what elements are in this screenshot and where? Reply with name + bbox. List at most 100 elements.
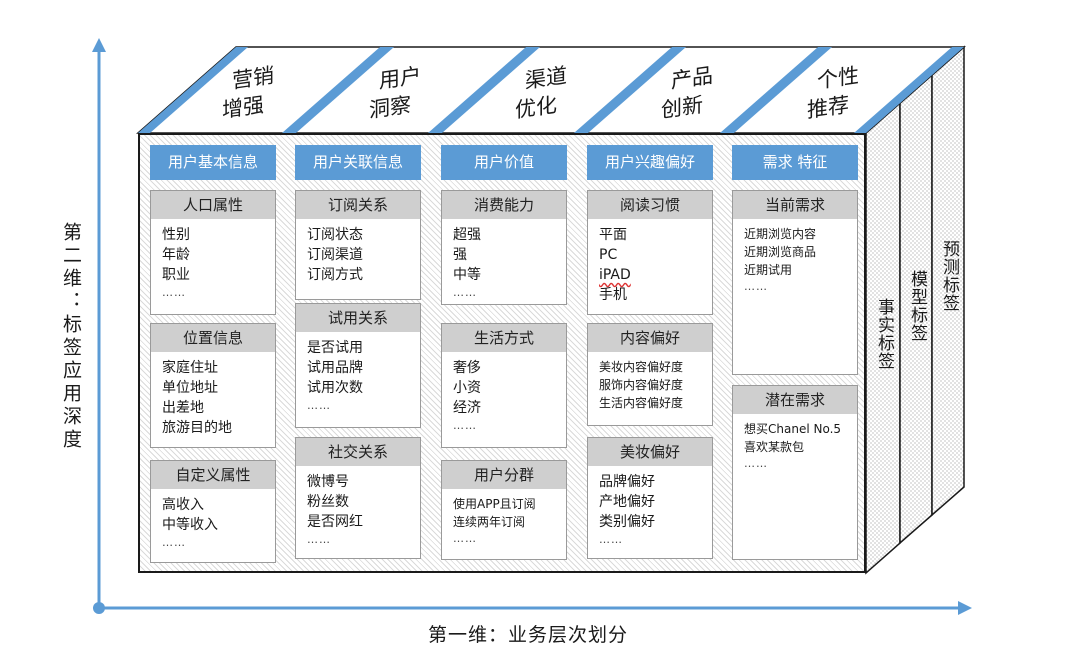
tag-card: 社交关系微博号粉丝数是否网红…… [295,437,421,559]
x-axis-label: 第一维：业务层次划分 [428,624,629,646]
tag-item-ellipsis: …… [162,286,186,299]
tag-item: 中等收入 [162,517,218,533]
tag-card-body: 美妆内容偏好度服饰内容偏好度生活内容偏好度 [588,352,712,416]
tag-card: 消费能力超强强中等…… [441,190,567,305]
top-face-label-line: 洞察 [369,92,411,123]
top-face-label: 渠道优化 [515,62,567,122]
tag-item: 小资 [453,380,481,396]
x-axis-arrow [958,601,972,615]
top-divider [574,47,686,133]
tag-card: 内容偏好美妆内容偏好度服饰内容偏好度生活内容偏好度 [587,323,713,426]
top-face-label-line: 渠道 [525,62,567,93]
tag-card-title: 位置信息 [151,324,275,352]
tag-item-ellipsis: …… [307,399,331,412]
tag-card-title: 美妆偏好 [588,438,712,466]
tag-card-title: 人口属性 [151,191,275,219]
tag-card-body: 性别年龄职业…… [151,219,275,305]
tag-item-ellipsis: …… [162,536,186,549]
top-face-label: 营销增强 [222,62,274,122]
tag-item-ellipsis: …… [453,532,477,545]
top-face-label-line: 增强 [222,92,264,123]
tag-card: 订阅关系订阅状态订阅渠道订阅方式 [295,190,421,300]
tag-item: 美妆内容偏好度 [599,360,684,374]
tag-item-ellipsis: …… [453,286,477,299]
top-divider [282,47,394,133]
tag-card-title: 阅读习惯 [588,191,712,219]
top-divider [720,47,832,133]
column: 需求 特征当前需求近期浏览内容近期浏览商品近期试用……潜在需求想买Chanel … [732,135,858,571]
top-face-label-line: 用户 [379,62,421,93]
tag-item: 微博号 [307,474,349,490]
tag-card: 自定义属性高收入中等收入 …… [150,460,276,563]
tag-card: 试用关系是否试用试用品牌试用次数…… [295,303,421,428]
top-divider [428,47,540,133]
tag-item: 生活内容偏好度 [599,396,684,410]
tag-item: 连续两年订阅 [453,515,526,529]
tag-card-title: 生活方式 [442,324,566,352]
tag-item: 出差地 [162,400,204,416]
tag-card-body: 奢侈小资经济…… [442,352,566,438]
tag-item: 是否网红 [307,514,363,530]
tag-card-title: 用户分群 [442,461,566,489]
tag-item: 高收入 [162,497,204,513]
tag-item: 订阅渠道 [307,247,363,263]
tag-item: 手机 [599,287,627,303]
top-face-label-line: 营销 [232,62,274,93]
tag-item-ellipsis: …… [599,533,623,546]
side-label-model: 模型标签 [907,270,927,342]
tag-item: 使用APP且订阅 [453,497,536,511]
tag-item: 喜欢某款包 [744,440,805,454]
tag-item: 试用次数 [307,380,363,396]
tag-item: 产地偏好 [599,494,655,510]
side-label-facts: 事实标签 [874,298,894,370]
tag-card: 生活方式奢侈小资经济…… [441,323,567,448]
top-face-label: 用户洞察 [369,62,421,122]
tag-card-title: 试用关系 [296,304,420,332]
tag-card-title: 订阅关系 [296,191,420,219]
column: 用户基本信息人口属性性别年龄职业……位置信息家庭住址单位地址出差地旅游目的地自定… [150,135,276,571]
y-axis-arrow [92,38,106,52]
tag-item: 订阅状态 [307,227,363,243]
top-face-label: 产品创新 [661,62,713,122]
tag-card-body: 订阅状态订阅渠道订阅方式 [296,219,420,289]
tag-card-title: 当前需求 [733,191,857,219]
tag-item: 家庭住址 [162,360,218,376]
tag-item: 想买Chanel No.5 [744,422,842,436]
side-label-predict: 预测标签 [939,240,959,312]
tag-card-title: 自定义属性 [151,461,275,489]
tag-card: 用户分群使用APP且订阅连续两年订阅 …… [441,460,567,560]
tag-card-body: 是否试用试用品牌试用次数…… [296,332,420,418]
tag-card-body: 品牌偏好产地偏好类别偏好…… [588,466,712,552]
tag-item: 单位地址 [162,380,218,396]
tag-item: PC [599,247,618,263]
tag-item: 近期浏览商品 [744,245,817,259]
tag-item: 品牌偏好 [599,474,655,490]
tag-card-body: 想买Chanel No.5 喜欢某款包 …… [733,414,857,476]
tag-item: 经济 [453,400,481,416]
tag-item: 年龄 [162,247,190,263]
column-header: 用户价值 [441,145,567,180]
tag-card-body: 高收入中等收入 …… [151,489,275,555]
column-header: 需求 特征 [732,145,858,180]
front-face: 用户基本信息人口属性性别年龄职业……位置信息家庭住址单位地址出差地旅游目的地自定… [138,133,866,573]
tag-item: 中等 [453,267,481,283]
tag-item: 服饰内容偏好度 [599,378,684,392]
tag-item: 近期浏览内容 [744,227,817,241]
top-divider [854,47,964,133]
tag-card-body: 家庭住址单位地址出差地旅游目的地 [151,352,275,442]
tag-item: 超强 [453,227,481,243]
tag-item: 平面 [599,227,627,243]
tag-item-ellipsis: …… [307,533,331,546]
tag-card: 位置信息家庭住址单位地址出差地旅游目的地 [150,323,276,448]
tag-card: 美妆偏好品牌偏好产地偏好类别偏好…… [587,437,713,559]
tag-item-ellipsis: …… [744,457,768,470]
column-header: 用户关联信息 [295,145,421,180]
column: 用户关联信息订阅关系订阅状态订阅渠道订阅方式试用关系是否试用试用品牌试用次数……… [295,135,421,571]
column-header: 用户兴趣偏好 [587,145,713,180]
tag-card-title: 潜在需求 [733,386,857,414]
y-axis-label: 第二维：标签应用深度 [60,222,82,452]
